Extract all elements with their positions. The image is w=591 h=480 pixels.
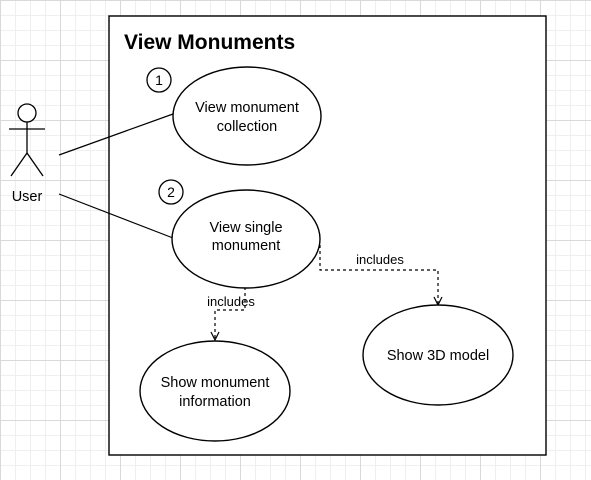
number-badge-1: 1 (146, 67, 172, 93)
include-edge-info[interactable] (215, 287, 246, 340)
actor-left-leg (10, 152, 28, 177)
actor-right-leg (26, 152, 44, 177)
use-case-ellipse (139, 340, 291, 442)
use-case-label-line1: View monument (195, 100, 299, 116)
number-badge-1-text: 1 (155, 72, 163, 88)
use-case-label-line2: monument (212, 238, 281, 254)
use-case-show-information[interactable]: Show monument information (139, 340, 291, 442)
use-case-show-3d-model[interactable]: Show 3D model (362, 304, 514, 406)
use-case-label-line1: View single (209, 220, 282, 236)
use-case-ellipse (172, 66, 322, 166)
association-collection[interactable] (58, 113, 174, 156)
association-single[interactable] (58, 193, 174, 239)
use-case-label-line1: Show monument (161, 375, 270, 391)
use-case-ellipse (171, 189, 321, 289)
include-label-model: includes (356, 252, 404, 267)
use-case-ellipse (362, 304, 514, 406)
include-label-info: includes (207, 294, 255, 309)
use-case-view-collection[interactable]: View monument collection (172, 66, 322, 166)
actor-head (17, 103, 37, 123)
use-case-label-line2: information (179, 394, 251, 410)
use-case-label-line2: collection (217, 119, 277, 135)
include-edge-model[interactable] (319, 245, 438, 305)
actor-label: User (12, 189, 43, 205)
system-title: View Monuments (124, 31, 295, 54)
number-badge-2: 2 (158, 179, 184, 205)
use-case-view-single[interactable]: View single monument (171, 189, 321, 289)
use-case-label-line1: Show 3D model (387, 348, 489, 364)
actor-user[interactable]: User (9, 103, 45, 205)
number-badge-2-text: 2 (167, 184, 175, 200)
